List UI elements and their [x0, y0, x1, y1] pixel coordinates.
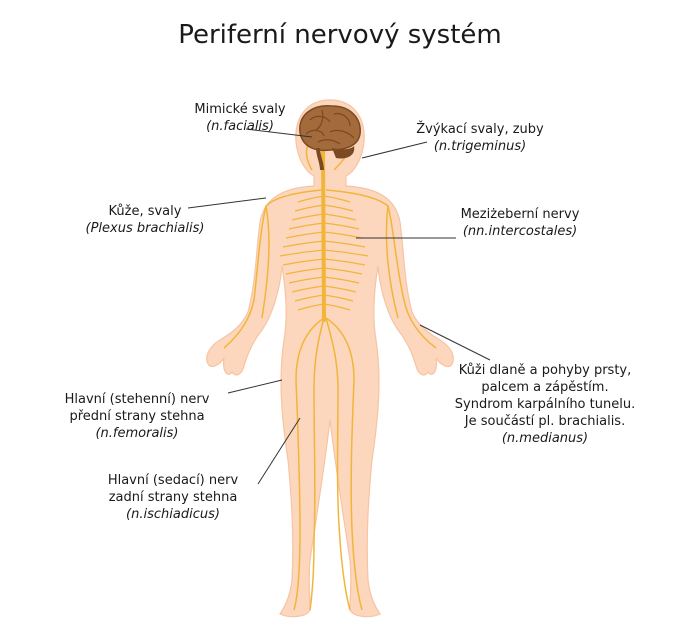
diagram-title: Periferní nervový systém: [178, 20, 502, 50]
intercostal-nerve-right: [323, 249, 369, 257]
intercostal-nerve-right: [323, 240, 366, 248]
brain-fold: [333, 112, 351, 127]
label-brachialis: Kůže, svaly (Plexus brachialis): [50, 203, 240, 237]
intercostal-nerve-right: [323, 276, 360, 284]
intercostal-nerve-right: [323, 213, 357, 221]
arm-nerve-right: [325, 189, 437, 349]
intercostal-nerve-left: [288, 222, 325, 230]
intercostal-nerve-right: [323, 294, 354, 302]
label-medianus-line-2: palcem a zápěstím.: [481, 380, 609, 395]
brain-fold: [309, 115, 331, 123]
label-ischiadicus: Hlavní (sedací) nerv zadní strany stehna…: [78, 472, 268, 523]
label-ischiadicus-latin: (n.ischiadicus): [126, 507, 220, 522]
label-femoralis-line-1: Hlavní (stehenní) nerv: [64, 392, 210, 407]
intercostal-nerve-right: [323, 258, 366, 266]
intercostal-nerve-left: [285, 267, 325, 275]
leg-nerve-left-inner: [309, 317, 325, 611]
intercostal-nerve-right: [323, 222, 360, 230]
body-silhouette: [206, 99, 454, 618]
intercostal-nerve-right: [323, 285, 357, 293]
intercostal-nerve-right: [323, 204, 354, 212]
brain-fold: [329, 129, 355, 139]
label-intercostales-latin: (nn.intercostales): [462, 224, 578, 239]
brain-fold: [317, 139, 341, 145]
intercostal-nerve-right: [323, 231, 363, 239]
label-trigeminus-latin: (n.trigeminus): [433, 139, 527, 154]
leg-nerve-left-outer: [293, 317, 325, 611]
arm-nerve-left-inner: [261, 205, 270, 319]
brain-stem: [316, 147, 324, 171]
intercostal-nerve-left: [288, 276, 325, 284]
leader-femoralis: [227, 379, 283, 394]
label-medianus-latin: (n.medianus): [501, 431, 589, 446]
intercostal-nerve-right: [323, 195, 351, 203]
brain-fold: [305, 129, 325, 137]
spinal-cord: [321, 148, 326, 322]
intercostal-nerve-left: [294, 294, 325, 302]
leader-facialis: [245, 128, 313, 138]
label-facialis-text: Mimické svaly: [194, 102, 286, 117]
label-facialis-latin: (n.facialis): [206, 119, 274, 134]
label-ischiadicus-line-1: Hlavní (sedací) nerv: [107, 473, 239, 488]
intercostal-nerve-left: [279, 249, 325, 257]
label-medianus: Kůži dlaně a pohyby prsty, palcem a zápě…: [430, 362, 660, 447]
label-intercostales-text: Meziżeberní nervy: [460, 207, 580, 222]
body-outline: [206, 99, 454, 618]
leader-medianus: [419, 324, 491, 361]
label-femoralis-line-2: přední strany stehna: [69, 409, 205, 424]
leg-nerve-right-inner: [325, 317, 351, 611]
label-trigeminus: Žvýkací svaly, zuby (n.trigeminus): [380, 121, 580, 155]
label-medianus-line-3: Syndrom karpálního tunelu.: [454, 397, 636, 412]
label-medianus-line-4: Je součástí pl. brachialis.: [464, 414, 626, 429]
intercostal-nerve-left: [282, 258, 325, 266]
arm-nerve-right-inner: [385, 205, 399, 319]
intercostal-nerve-left: [297, 303, 325, 311]
intercostal-nerve-left: [294, 204, 325, 212]
leader-lines: [187, 128, 491, 485]
brain: [299, 105, 361, 171]
leader-trigeminus: [361, 141, 428, 159]
label-brachialis-text: Kůže, svaly: [108, 204, 182, 219]
leg-nerve-right-outer: [325, 317, 363, 611]
leader-brachialis: [187, 197, 267, 209]
arm-nerve-left: [223, 189, 323, 349]
label-intercostales: Meziżeberní nervy (nn.intercostales): [420, 206, 620, 240]
intercostal-nerve-left: [291, 213, 325, 221]
label-femoralis: Hlavní (stehenní) nerv přední strany ste…: [42, 391, 232, 442]
label-brachialis-latin: (Plexus brachialis): [85, 221, 205, 236]
intercostal-nerve-right: [323, 303, 351, 311]
label-facialis: Mimické svaly (n.facialis): [150, 101, 330, 135]
label-femoralis-latin: (n.femoralis): [95, 426, 179, 441]
leader-ischiadicus: [257, 417, 301, 485]
intercostal-nerve-left: [291, 285, 325, 293]
intercostal-nerve-left: [285, 231, 325, 239]
intercostal-nerve-left: [282, 240, 325, 248]
label-medianus-line-1: Kůži dlaně a pohyby prsty,: [458, 363, 632, 378]
brain-fold: [315, 109, 324, 131]
intercostal-nerve-right: [323, 267, 363, 275]
intercostal-nerve-left: [297, 195, 325, 203]
label-trigeminus-text: Žvýkací svaly, zuby: [416, 122, 544, 137]
label-ischiadicus-line-2: zadní strany stehna: [108, 490, 238, 505]
cerebellum: [332, 146, 355, 159]
